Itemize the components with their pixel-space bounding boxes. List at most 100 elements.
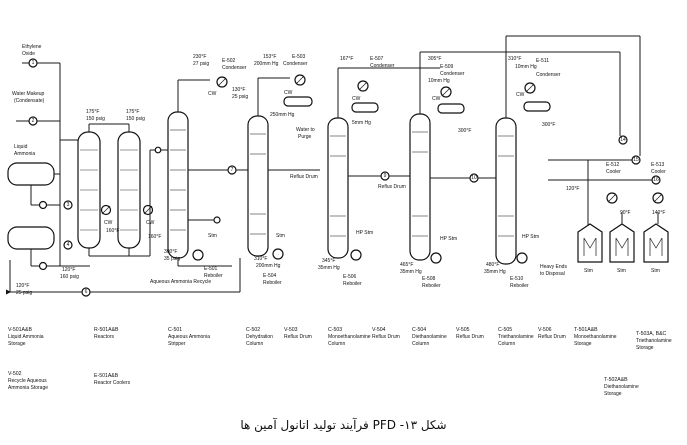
ethylene-oxide-feed: Ethylene Oxide — [22, 44, 60, 64]
svg-text:C-503: C-503 — [328, 327, 342, 333]
column-c502-dehydration — [247, 115, 269, 257]
svg-text:Reboiler: Reboiler — [422, 283, 441, 289]
svg-text:V-502: V-502 — [8, 371, 22, 377]
equipment-legend: V-501A&B Liquid Ammonia Storage V-502 Re… — [8, 327, 672, 397]
svg-text:130°F: 130°F — [232, 87, 245, 93]
recycle-label: Aqueous Ammonia Recycle — [150, 279, 211, 285]
svg-text:V-506: V-506 — [538, 327, 552, 333]
svg-text:E-503: E-503 — [292, 54, 306, 60]
svg-text:Ethylene: Ethylene — [22, 44, 42, 50]
stream-label: 3 — [67, 202, 70, 208]
svg-text:Storage: Storage — [8, 341, 26, 347]
reactor-r501a — [77, 131, 101, 249]
svg-text:V-504: V-504 — [372, 327, 386, 333]
svg-text:CW: CW — [432, 96, 441, 102]
svg-text:Reflux Drum: Reflux Drum — [372, 334, 400, 340]
svg-text:R-501A&B: R-501A&B — [94, 327, 119, 333]
column-c504-di — [409, 113, 431, 261]
svg-text:(Condensate): (Condensate) — [14, 98, 45, 104]
svg-text:200mm Hg: 200mm Hg — [256, 263, 281, 269]
svg-text:Column: Column — [246, 341, 263, 347]
svg-text:90°F: 90°F — [620, 210, 631, 216]
svg-text:E-512: E-512 — [606, 162, 620, 168]
svg-text:Monoethanolamine: Monoethanolamine — [574, 334, 617, 340]
stream-label: 1 — [32, 60, 35, 66]
svg-text:Storage: Storage — [574, 341, 592, 347]
svg-text:150 psig: 150 psig — [126, 116, 145, 122]
svg-text:27 psig: 27 psig — [193, 61, 209, 67]
column-c501-stripper — [167, 111, 189, 259]
svg-text:10: 10 — [471, 175, 477, 181]
svg-text:Ammonia: Ammonia — [14, 151, 35, 157]
reboiler-e501-icon — [192, 249, 204, 261]
svg-text:Water Makeup: Water Makeup — [12, 91, 45, 97]
svg-text:153°F: 153°F — [263, 54, 276, 60]
svg-text:35mm Hg: 35mm Hg — [484, 269, 506, 275]
pump-icon — [38, 261, 48, 271]
svg-text:5mm Hg: 5mm Hg — [352, 120, 371, 126]
svg-text:Cooler: Cooler — [606, 169, 621, 175]
svg-text:Reflux Drum: Reflux Drum — [284, 334, 312, 340]
svg-text:E-508: E-508 — [422, 276, 436, 282]
svg-text:HP Stm: HP Stm — [522, 234, 539, 240]
svg-text:Reactors: Reactors — [94, 334, 115, 340]
liquid-ammonia-feed: Liquid Ammonia — [14, 144, 35, 157]
svg-text:150 psig: 150 psig — [86, 116, 105, 122]
svg-text:Reflux Drum: Reflux Drum — [538, 334, 566, 340]
svg-text:Liquid Ammonia: Liquid Ammonia — [8, 334, 44, 340]
svg-text:C-502: C-502 — [246, 327, 260, 333]
svg-text:Cooler: Cooler — [651, 169, 666, 175]
svg-text:E-502: E-502 — [222, 58, 236, 64]
svg-text:CW: CW — [104, 220, 113, 226]
svg-text:Dehydration: Dehydration — [246, 334, 273, 340]
tank-t501 — [577, 223, 603, 263]
ammonia-storage-drum — [7, 162, 55, 186]
svg-text:to Disposal: to Disposal — [540, 271, 565, 277]
svg-text:Reboiler: Reboiler — [510, 283, 529, 289]
svg-text:Reboiler: Reboiler — [343, 281, 362, 287]
svg-text:120°F: 120°F — [566, 186, 579, 192]
stream-label: 4 — [67, 242, 70, 248]
svg-text:HP Stm: HP Stm — [356, 230, 373, 236]
svg-text:300°F: 300°F — [164, 249, 177, 255]
reflux-drum-v503 — [283, 96, 313, 107]
svg-text:15: 15 — [633, 157, 639, 163]
pump-icon — [213, 216, 221, 224]
svg-text:Stm: Stm — [584, 268, 593, 274]
svg-text:Reflux Drum: Reflux Drum — [290, 174, 318, 180]
svg-text:T-503A, B&C: T-503A, B&C — [636, 331, 667, 337]
reflux-drum-v506 — [523, 101, 551, 112]
svg-text:T-502A&B: T-502A&B — [604, 377, 628, 383]
svg-text:V-503: V-503 — [284, 327, 298, 333]
svg-text:E-501: E-501 — [204, 266, 218, 272]
svg-text:E-513: E-513 — [651, 162, 665, 168]
svg-text:Storage: Storage — [604, 391, 622, 397]
svg-text:Monoethanolamine: Monoethanolamine — [328, 334, 371, 340]
svg-text:345°F: 345°F — [322, 258, 335, 264]
column-c503-mono — [327, 117, 349, 259]
svg-text:35mm Hg: 35mm Hg — [400, 269, 422, 275]
valve-icon — [154, 146, 162, 154]
svg-text:167°F: 167°F — [340, 56, 353, 62]
svg-text:35mm Hg: 35mm Hg — [318, 265, 340, 271]
process-flow-diagram: Ethylene Oxide Water Makeup (Condensate)… — [6, 35, 672, 397]
svg-text:Condenser: Condenser — [222, 65, 247, 71]
svg-text:160°F: 160°F — [106, 228, 119, 234]
svg-text:Reboiler: Reboiler — [204, 273, 223, 279]
svg-text:25 psig: 25 psig — [16, 290, 32, 296]
svg-text:175°F: 175°F — [86, 109, 99, 115]
svg-text:Column: Column — [498, 341, 515, 347]
svg-text:Ammonia Storage: Ammonia Storage — [8, 385, 48, 391]
svg-text:E-501A&B: E-501A&B — [94, 373, 119, 379]
svg-text:10mm Hg: 10mm Hg — [515, 64, 537, 70]
svg-text:Triethanolamine: Triethanolamine — [498, 334, 534, 340]
svg-text:9: 9 — [384, 173, 387, 179]
svg-text:Stm: Stm — [276, 233, 285, 239]
stream-label: 2 — [32, 118, 35, 124]
svg-text:E-510: E-510 — [510, 276, 524, 282]
svg-text:Condenser: Condenser — [440, 71, 465, 77]
svg-text:305°F: 305°F — [428, 56, 441, 62]
svg-text:300°F: 300°F — [458, 128, 471, 134]
svg-text:10mm Hg: 10mm Hg — [428, 78, 450, 84]
svg-text:Stm: Stm — [617, 268, 626, 274]
